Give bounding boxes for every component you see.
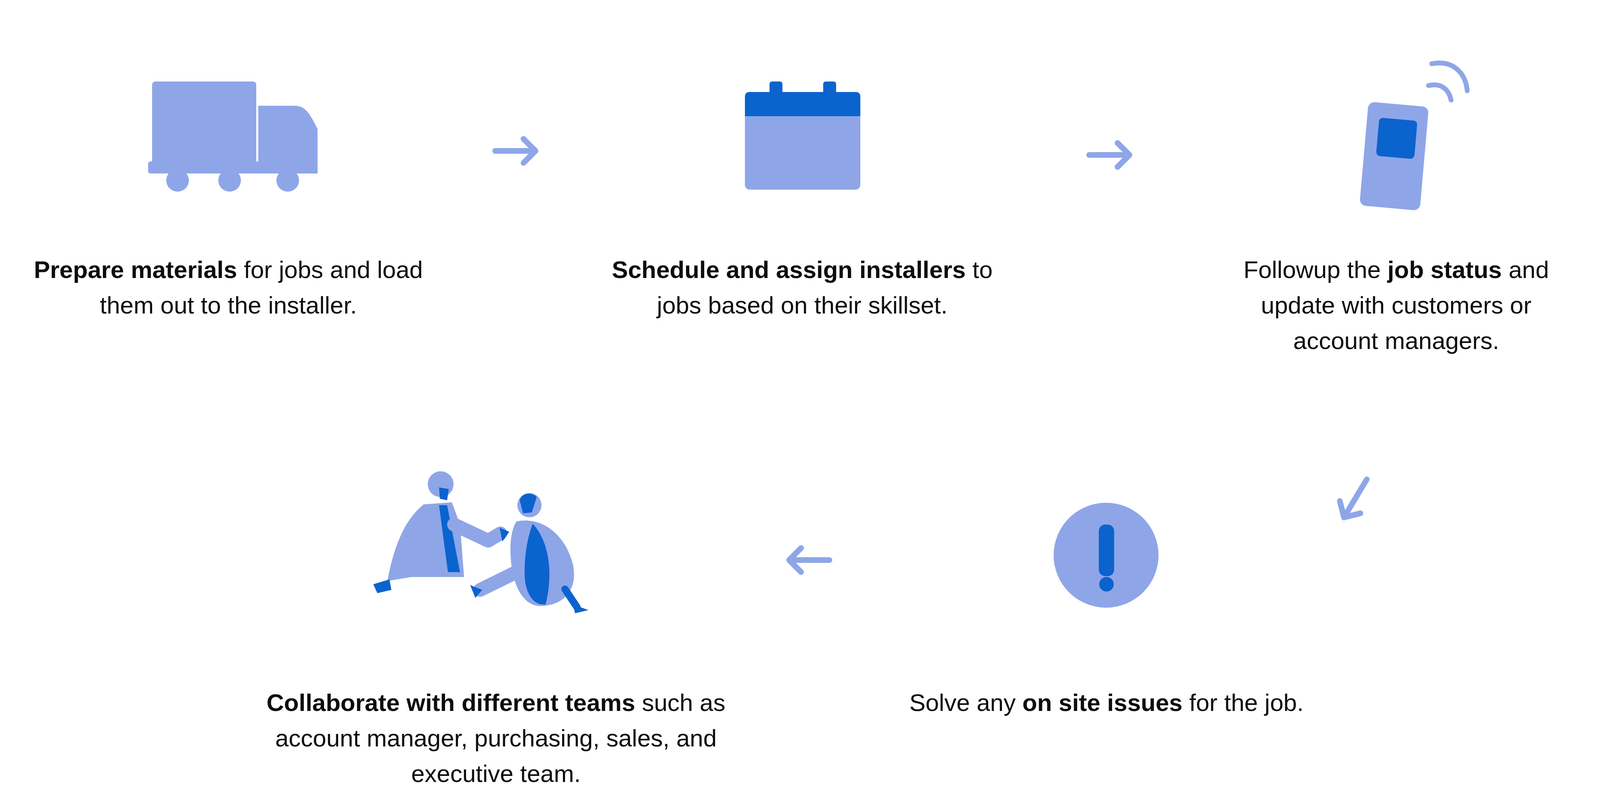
step-node: Schedule and assign installers to jobs b… <box>604 76 1000 328</box>
step-heading: Collaborate with different teams <box>266 689 636 717</box>
step-body: Followup the <box>1243 256 1381 284</box>
step-description: Followup the job status and update with … <box>1218 252 1574 359</box>
alert-icon <box>1053 502 1159 608</box>
flow-arrow <box>1089 142 1130 167</box>
step-body: Solve any <box>909 689 1016 717</box>
people-illustration <box>373 471 589 614</box>
step-heading: on site issues <box>1022 689 1183 717</box>
flow-arrow <box>495 138 536 163</box>
flow-arrow <box>789 547 830 572</box>
step-node: Followup the job status and update with … <box>1218 56 1574 363</box>
step-heading: Schedule and assign installers <box>611 256 966 284</box>
flow-arrow <box>1339 479 1367 518</box>
step-heading: Prepare materials <box>33 256 238 284</box>
step-node: Solve any on site issues for the job. <box>880 496 1333 725</box>
step-description: Solve any on site issues for the job. <box>880 685 1333 721</box>
step-node: Collaborate with different teams such as… <box>253 468 739 796</box>
step-node: Prepare materials for jobs and load them… <box>30 76 427 328</box>
step-description: Prepare materials for jobs and load them… <box>30 252 427 324</box>
phone-icon <box>1359 62 1468 211</box>
truck-icon <box>148 81 318 192</box>
step-body: for the job. <box>1189 689 1304 717</box>
step-heading: job status <box>1387 256 1502 284</box>
step-description: Collaborate with different teams such as… <box>253 685 739 792</box>
calendar-icon <box>744 81 861 190</box>
step-description: Schedule and assign installers to jobs b… <box>604 252 1000 324</box>
